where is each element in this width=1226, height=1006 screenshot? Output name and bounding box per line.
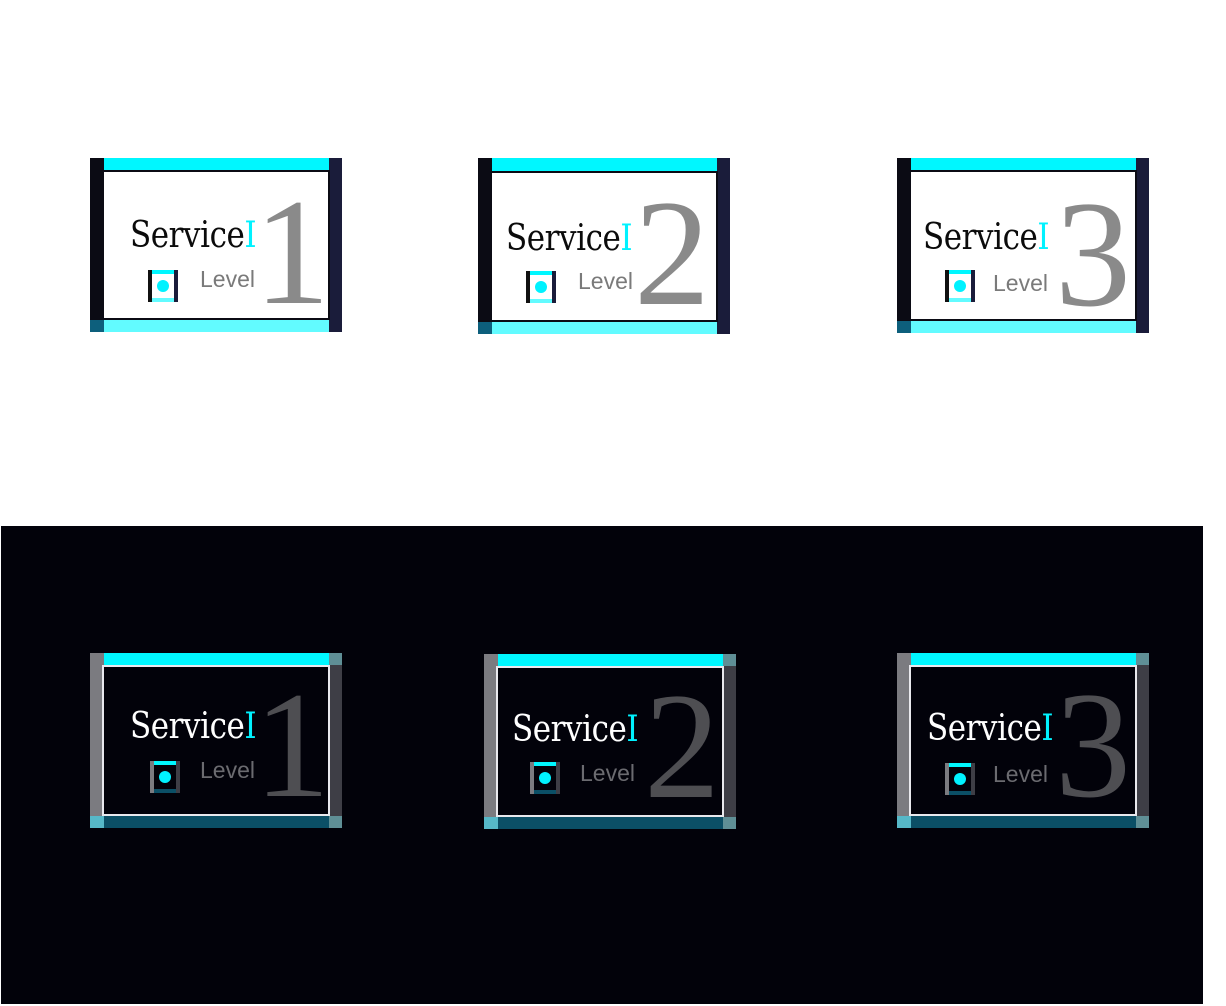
right-frame-bar: [329, 653, 342, 828]
right-frame-cap: [329, 653, 342, 665]
card-panel: ServiceI Level 1: [102, 170, 330, 320]
square-dot-icon: [945, 270, 975, 302]
right-frame-bar: [723, 654, 736, 829]
top-frame-bar: [911, 653, 1136, 665]
card-panel: ServiceI Level 3: [909, 170, 1137, 321]
right-frame-cap: [1136, 653, 1149, 665]
service-wordmark: ServiceI: [927, 708, 1054, 749]
bottom-frame-bar: [911, 321, 1136, 333]
level-label: Level: [578, 268, 633, 294]
square-dot-icon: [526, 271, 556, 303]
level-number: 2: [634, 171, 710, 322]
service-wordmark: ServiceI: [130, 706, 257, 747]
logo-card-light-3: ServiceI Level 3: [897, 158, 1149, 334]
service-wordmark: ServiceI: [130, 215, 257, 256]
square-dot-icon: [530, 762, 560, 794]
left-frame-foot: [90, 816, 104, 828]
left-frame-bar: [897, 653, 911, 828]
right-frame-bar: [717, 158, 730, 334]
level-label: Level: [200, 757, 255, 783]
card-panel: ServiceI Level 1: [102, 665, 330, 816]
logo-card-dark-3: ServiceI Level 3: [897, 653, 1149, 829]
left-frame-foot: [478, 322, 492, 334]
bottom-frame-bar: [911, 816, 1136, 828]
service-wordmark: ServiceI: [512, 709, 639, 750]
level-label: Level: [993, 761, 1048, 787]
square-dot-icon: [150, 761, 180, 793]
right-frame-bar: [1136, 653, 1149, 828]
card-panel: ServiceI Level 2: [490, 171, 718, 322]
right-frame-cap: [723, 654, 736, 666]
bottom-frame-bar: [492, 322, 717, 334]
left-frame-bar: [484, 654, 498, 829]
right-frame-bar: [329, 158, 342, 332]
top-frame-bar: [492, 158, 717, 171]
right-frame-foot: [329, 816, 342, 828]
level-label: Level: [993, 270, 1048, 296]
dark-background-section: ServiceI Level 1 ServiceI Level 2: [1, 526, 1203, 1004]
level-number: 3: [1055, 665, 1131, 816]
square-dot-icon: [148, 270, 178, 302]
logo-card-light-1: ServiceI Level 1: [90, 158, 342, 334]
top-frame-bar: [104, 158, 329, 170]
left-frame-foot: [484, 817, 498, 829]
light-background-section: ServiceI Level 1 ServiceI Level 2: [90, 158, 1149, 334]
left-frame-bar: [90, 653, 104, 828]
left-frame-bar: [478, 158, 492, 334]
service-wordmark: ServiceI: [506, 218, 633, 259]
bottom-frame-bar: [498, 817, 723, 829]
level-number: 1: [254, 665, 330, 816]
square-dot-icon: [945, 763, 975, 795]
card-panel: ServiceI Level 3: [909, 665, 1137, 816]
left-frame-foot: [90, 320, 104, 332]
logo-card-dark-1: ServiceI Level 1: [90, 653, 342, 829]
left-frame-bar: [897, 158, 911, 333]
level-label: Level: [200, 266, 255, 292]
level-number: 3: [1055, 170, 1131, 321]
top-frame-bar: [104, 653, 329, 665]
logo-card-light-2: ServiceI Level 2: [478, 158, 730, 334]
bottom-frame-bar: [104, 320, 329, 332]
right-frame-bar: [1136, 158, 1149, 333]
logo-card-dark-2: ServiceI Level 2: [484, 654, 736, 830]
right-frame-foot: [723, 817, 736, 829]
service-wordmark: ServiceI: [923, 217, 1050, 258]
level-number: 2: [644, 666, 720, 817]
top-frame-bar: [498, 654, 723, 667]
card-panel: ServiceI Level 2: [496, 666, 724, 817]
top-frame-bar: [911, 158, 1136, 170]
level-number: 1: [254, 170, 330, 320]
right-frame-foot: [1136, 816, 1149, 828]
level-label: Level: [580, 760, 635, 786]
left-frame-foot: [897, 816, 911, 828]
bottom-frame-bar: [104, 816, 329, 828]
left-frame-foot: [897, 321, 911, 333]
left-frame-bar: [90, 158, 104, 332]
